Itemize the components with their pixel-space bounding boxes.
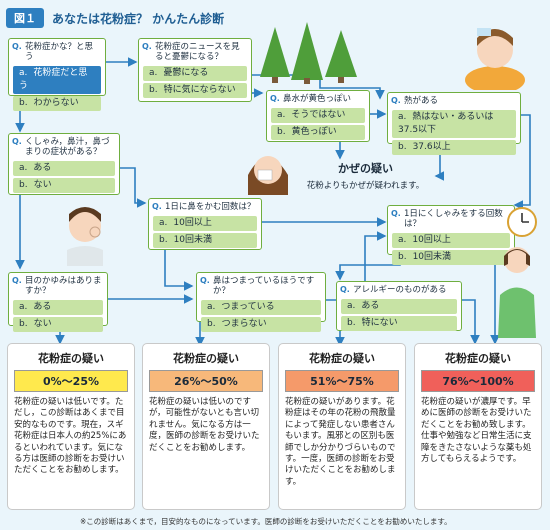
result-body: 花粉症の疑いが濃厚です。早めに医師の診断をお受けいただくことをお勧め致します。仕… <box>421 397 532 465</box>
question-box-6: 1日に鼻をかむ回数は？ a.10回以上 b.10回未満 <box>148 198 262 250</box>
result-title: 花粉症の疑い <box>309 352 375 365</box>
footnote: ※この診断はあくまで，目安的なものになっています。医師の診断をお受けいただくこと… <box>80 517 452 526</box>
question-text: 目のかゆみはありますか？ <box>9 273 107 298</box>
question-box-5: くしゃみ，鼻汁，鼻づまりの症状がある？ a.ある b.ない <box>8 133 120 195</box>
option-a[interactable]: a.花粉症だと思う <box>13 66 101 94</box>
option-a[interactable]: a.10回以上 <box>153 216 257 231</box>
cold-result: かぜの疑い 花粉よりもかぜが疑われます。 <box>298 160 433 193</box>
option-a[interactable]: a.憂鬱になる <box>143 66 247 81</box>
option-a[interactable]: a.そうではない <box>271 108 365 123</box>
result-title: 花粉症の疑い <box>445 352 511 365</box>
question-text: 鼻水が黄色っぽい <box>267 91 369 106</box>
sneezing-girl-illustration <box>248 156 288 195</box>
result-percentage: 51%〜75% <box>285 370 399 392</box>
question-box-3: 鼻水が黄色っぽい a.そうではない b.黄色っぽい <box>266 90 370 142</box>
question-box-9: 鼻はつまっているほうですか？ a.つまっている b.つまらない <box>196 272 326 332</box>
question-box-8: 目のかゆみはありますか？ a.ある b.ない <box>8 272 108 332</box>
result-body: 花粉症の疑いは低いです。ただし，この診断はあくまで目安的なものです。現在，スギ花… <box>14 397 127 476</box>
question-text: アレルギーのものがある <box>337 282 461 297</box>
option-b[interactable]: b.特にない <box>341 316 457 331</box>
option-b[interactable]: b.わからない <box>13 96 101 111</box>
figure-label: 図１ <box>6 8 44 28</box>
option-a[interactable]: a.熱はない・あるいは37.5以下 <box>392 110 516 138</box>
option-b[interactable]: b.ない <box>13 178 115 193</box>
option-b[interactable]: b.つまらない <box>201 317 321 332</box>
page-title: あなたは花粉症？ かんたん診断 <box>52 11 225 26</box>
result-body: 花粉症の疑いは低いのですが，可能性がないとも言い切れません。気になる方は一度，医… <box>149 397 260 453</box>
question-box-2: 花粉症のニュースを見ると憂鬱になる？ a.憂鬱になる b.特に気にならない <box>138 38 252 102</box>
result-title: 花粉症の疑い <box>38 352 104 365</box>
question-text: 1日にくしゃみをする回数は？ <box>388 206 514 231</box>
itchy-eyes-man-illustration <box>67 207 103 266</box>
question-text: くしゃみ，鼻汁，鼻づまりの症状がある？ <box>9 134 119 159</box>
header: 図１ あなたは花粉症？ かんたん診断 <box>6 8 224 28</box>
option-a[interactable]: a.ある <box>13 161 115 176</box>
clock-icon <box>507 207 537 237</box>
option-b[interactable]: b.特に気にならない <box>143 83 247 98</box>
question-box-10: アレルギーのものがある a.ある b.特にない <box>336 281 462 331</box>
feverish-woman-illustration <box>465 28 525 90</box>
sneezing-woman-illustration <box>498 247 536 338</box>
question-text: 1日に鼻をかむ回数は？ <box>149 199 261 214</box>
result-card-4: 花粉症の疑い 76%〜100% 花粉症の疑いが濃厚です。早めに医師の診断をお受け… <box>414 343 542 510</box>
cold-title: かぜの疑い <box>338 162 393 175</box>
question-box-4: 熱がある a.熱はない・あるいは37.5以下 b.37.6以上 <box>387 92 521 155</box>
result-card-3: 花粉症の疑い 51%〜75% 花粉症の疑いがあります。花粉症はその年の花粉の飛散… <box>278 343 406 510</box>
option-b[interactable]: b.37.6以上 <box>392 140 516 155</box>
option-b[interactable]: b.10回未満 <box>392 250 510 265</box>
option-a[interactable]: a.つまっている <box>201 300 321 315</box>
cedar-trees-illustration <box>260 22 357 84</box>
result-card-1: 花粉症の疑い 0%〜25% 花粉症の疑いは低いです。ただし，この診断はあくまで目… <box>7 343 135 510</box>
question-text: 鼻はつまっているほうですか？ <box>197 273 325 298</box>
result-percentage: 76%〜100% <box>421 370 535 392</box>
result-percentage: 26%〜50% <box>149 370 263 392</box>
result-card-2: 花粉症の疑い 26%〜50% 花粉症の疑いは低いのですが，可能性がないとも言い切… <box>142 343 270 510</box>
option-a[interactable]: a.10回以上 <box>392 233 510 248</box>
question-box-7: 1日にくしゃみをする回数は？ a.10回以上 b.10回未満 <box>387 205 515 265</box>
cold-body: 花粉よりもかぜが疑われます。 <box>306 181 425 191</box>
option-b[interactable]: b.10回未満 <box>153 233 257 248</box>
question-text: 花粉症かな？と思う <box>9 39 105 64</box>
result-body: 花粉症の疑いがあります。花粉症はその年の花粉の飛散量によって発症しない患者さんも… <box>285 397 396 487</box>
option-b[interactable]: b.ない <box>13 317 103 332</box>
result-title: 花粉症の疑い <box>173 352 239 365</box>
question-text: 熱がある <box>388 93 520 108</box>
option-b[interactable]: b.黄色っぽい <box>271 125 365 140</box>
result-percentage: 0%〜25% <box>14 370 128 392</box>
question-box-1: 花粉症かな？と思う a.花粉症だと思う b.わからない <box>8 38 106 111</box>
option-a[interactable]: a.ある <box>341 299 457 314</box>
question-text: 花粉症のニュースを見ると憂鬱になる？ <box>139 39 251 64</box>
option-a[interactable]: a.ある <box>13 300 103 315</box>
